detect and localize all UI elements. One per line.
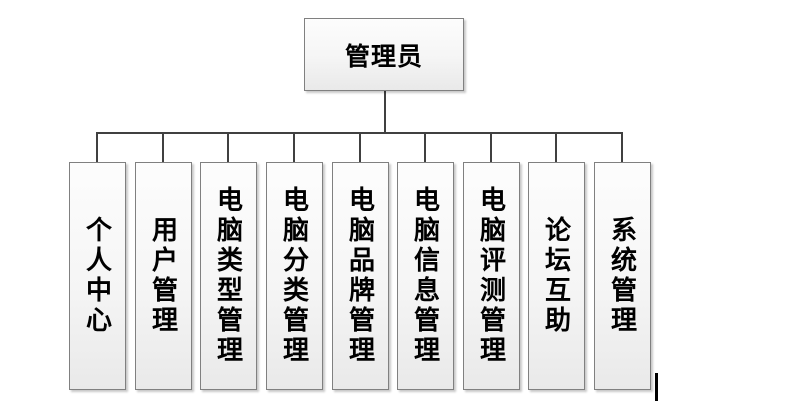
child-node-label: 电脑信息管理 (410, 186, 441, 366)
root-node-admin: 管理员 (304, 18, 464, 91)
child-node-computer-info-management: 电脑信息管理 (397, 162, 454, 390)
child-node-label: 电脑评测管理 (476, 186, 507, 366)
child-node-forum-mutual-help: 论坛互助 (528, 162, 585, 390)
child-node-system-management: 系统管理 (594, 162, 651, 390)
child-node-computer-type-management: 电脑类型管理 (200, 162, 257, 390)
child-node-computer-brand-management: 电脑品牌管理 (332, 162, 389, 390)
root-node-label: 管理员 (344, 42, 423, 71)
child-node-label: 电脑类型管理 (213, 186, 244, 366)
child-node-label: 系统管理 (607, 216, 638, 336)
text-cursor-artifact (655, 373, 658, 401)
child-node-computer-review-management: 电脑评测管理 (463, 162, 520, 390)
child-node-user-management: 用户管理 (135, 162, 192, 390)
child-node-label: 用户管理 (148, 216, 179, 336)
child-node-label: 个人中心 (82, 216, 113, 336)
child-node-label: 论坛互助 (541, 216, 572, 336)
child-node-label: 电脑品牌管理 (345, 186, 376, 366)
child-node-personal-center: 个人中心 (69, 162, 126, 390)
child-node-computer-category-management: 电脑分类管理 (266, 162, 323, 390)
child-node-label: 电脑分类管理 (279, 186, 310, 366)
